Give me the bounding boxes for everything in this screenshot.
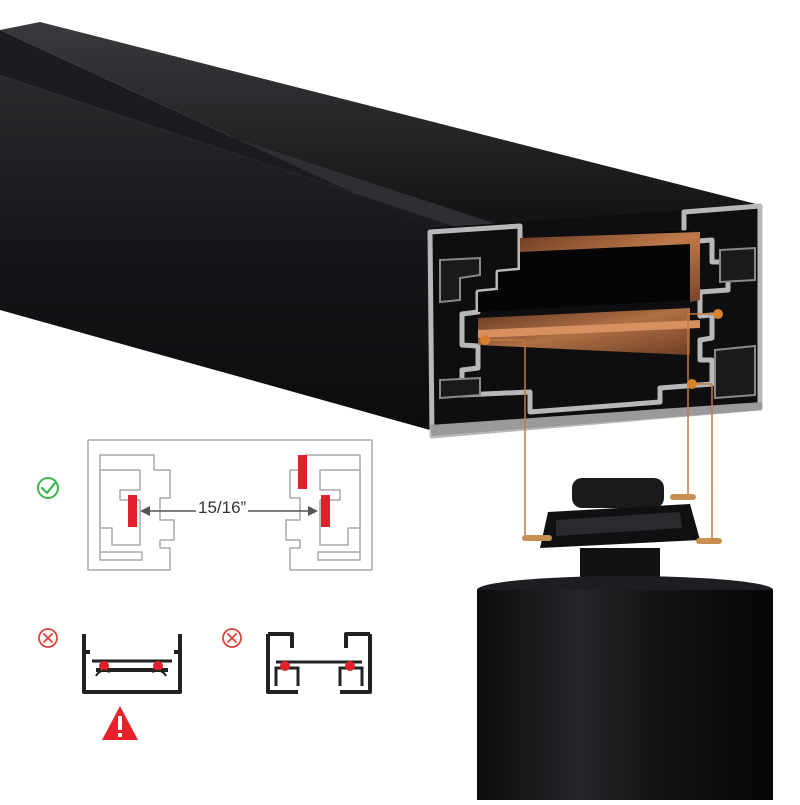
incorrect-diagram-1 <box>38 628 182 740</box>
adapter-top-cap <box>572 478 664 508</box>
wrong-contact-1-right <box>153 661 163 671</box>
contact-red-right-bottom <box>321 495 330 527</box>
left-profile-fin <box>439 256 481 400</box>
contact-guides <box>485 313 718 540</box>
adapter-pin-right-top <box>670 494 696 500</box>
wrong-profile-2-hook-left <box>274 666 300 686</box>
adapter-flange-ring <box>556 512 682 536</box>
wrong-profile-2 <box>266 632 372 694</box>
contact-red-left <box>128 495 137 527</box>
wrong-profile-1-hook-right <box>151 669 167 677</box>
x-mark-2 <box>227 633 237 643</box>
dimension-arrow-left <box>140 506 150 516</box>
dimension-arrow-right <box>308 506 318 516</box>
adapter-pin-left <box>522 535 552 541</box>
light-adapter <box>477 478 773 800</box>
correct-diagram <box>37 439 373 571</box>
track-top-face <box>0 22 760 228</box>
wrong-profile-1 <box>82 634 182 694</box>
x-circle-icon-2 <box>222 628 242 648</box>
copper-conductor-top <box>520 232 700 302</box>
x-mark <box>43 633 53 643</box>
warning-exclamation-bar <box>118 716 122 730</box>
track-bottom-lip <box>430 402 762 436</box>
cylinder-body <box>477 590 773 800</box>
wrong-contact-2-right <box>345 661 355 671</box>
contact-red-right-top <box>298 455 307 489</box>
wrong-profile-1-hook-left <box>95 669 111 677</box>
contact-dot-right-bottom <box>687 379 697 389</box>
track-side-face <box>0 75 470 430</box>
copper-conductor-strip <box>478 320 700 338</box>
right-profile-fin <box>714 246 756 400</box>
adapter-pin-right-bottom <box>696 538 722 544</box>
wrong-contact-1-left <box>99 661 109 671</box>
contact-dot-right-top <box>713 309 723 319</box>
incorrect-diagram-2 <box>222 628 372 694</box>
track-rail <box>0 22 763 439</box>
dimension-label: 15/16” <box>196 498 249 518</box>
warning-exclamation-dot <box>118 733 122 737</box>
contact-dot-left <box>480 335 490 345</box>
wrong-contact-2-left <box>280 661 290 671</box>
check-mark <box>40 481 57 495</box>
check-circle-icon <box>37 477 59 499</box>
x-circle-icon <box>38 628 58 648</box>
